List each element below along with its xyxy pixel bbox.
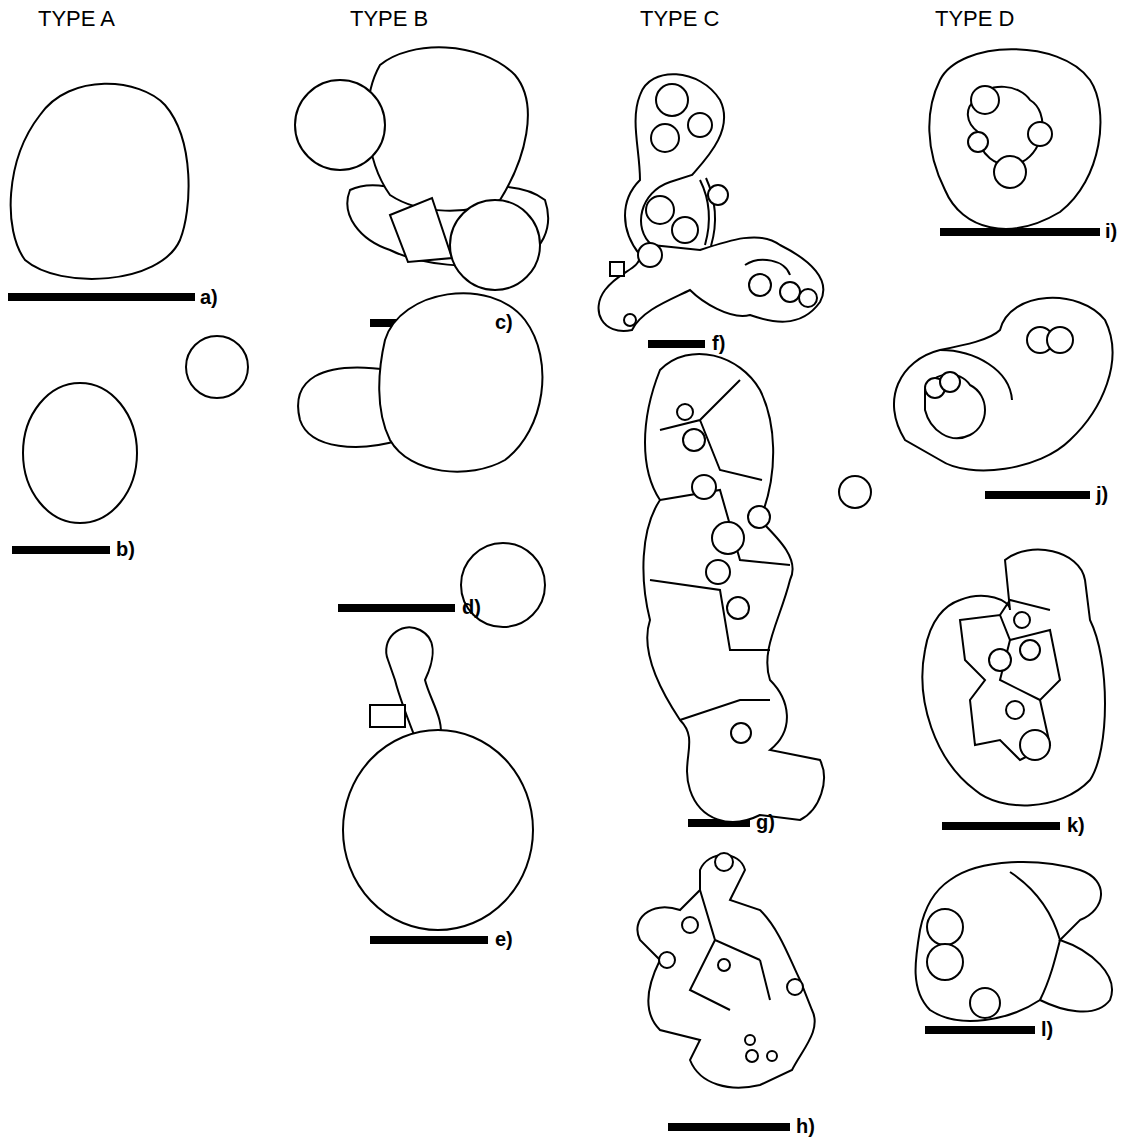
particle-outline	[379, 293, 542, 472]
particle-outline	[637, 855, 814, 1088]
particle-outline	[646, 196, 674, 224]
particle-outline	[624, 314, 636, 326]
particle-outline	[450, 200, 540, 290]
particle-outline	[610, 262, 624, 276]
particle-outline	[1010, 872, 1060, 1000]
panel-letter: k)	[1067, 815, 1085, 835]
particle-outline	[745, 1035, 755, 1045]
particle-outline	[1000, 600, 1050, 700]
particle-outline	[968, 132, 988, 152]
particle-outline	[651, 124, 679, 152]
panel-letter: d)	[462, 597, 481, 617]
panel-letter: l)	[1041, 1019, 1053, 1039]
panel-letter: g)	[756, 812, 775, 832]
particle-outline	[970, 988, 1000, 1018]
particle-outline	[927, 944, 963, 980]
particle-outline	[461, 543, 545, 627]
particle-outline	[708, 185, 728, 205]
scale-bar	[942, 822, 1060, 830]
type-heading: TYPE D	[935, 8, 1014, 30]
particle-outline	[1014, 612, 1030, 628]
particle-outline	[787, 979, 803, 995]
particle-outline	[994, 156, 1026, 188]
panel-letter: c)	[495, 312, 513, 332]
particle-outline	[295, 80, 385, 170]
particle-outline	[839, 476, 871, 508]
particle-outline	[599, 74, 824, 331]
scale-bar	[940, 228, 1100, 236]
particle-outline	[1020, 730, 1050, 760]
type-heading: TYPE A	[38, 8, 115, 30]
particle-outline	[940, 372, 960, 392]
particle-outline	[916, 862, 1112, 1021]
scale-bar	[8, 293, 195, 301]
particle-outline	[700, 180, 709, 245]
particle-outline	[715, 853, 733, 871]
particle-outline	[780, 282, 800, 302]
particle-outline	[989, 649, 1011, 671]
scale-bar	[648, 340, 705, 348]
particle-outline	[706, 560, 730, 584]
type-heading: TYPE C	[640, 8, 719, 30]
particle-outline	[390, 198, 452, 262]
panel-letter: h)	[796, 1116, 815, 1136]
particle-outline	[731, 723, 751, 743]
particle-outline	[745, 260, 790, 275]
particle-outline	[922, 550, 1105, 806]
particle-outline	[643, 354, 823, 822]
scale-bar	[668, 1123, 790, 1131]
particle-outline	[638, 243, 662, 267]
particle-outline	[659, 952, 675, 968]
particle-outline	[23, 383, 137, 523]
particle-outline	[746, 1050, 758, 1062]
particle-outline	[960, 615, 1060, 760]
particle-outline	[690, 890, 770, 1010]
particle-outline	[682, 917, 698, 933]
scale-bar	[925, 1026, 1035, 1034]
particle-outline	[718, 959, 730, 971]
scale-bar	[12, 546, 110, 554]
particle-outline	[894, 298, 1113, 471]
particle-outline	[971, 86, 999, 114]
particle-outline	[748, 506, 770, 528]
type-heading: TYPE B	[350, 8, 428, 30]
particle-outline	[186, 336, 248, 398]
particle-outline	[368, 47, 528, 210]
particle-outline	[370, 705, 405, 727]
particle-outline	[692, 475, 716, 499]
particle-outline	[767, 1051, 777, 1061]
panel-letter: f)	[712, 333, 725, 353]
panel-letter: a)	[200, 287, 218, 307]
particle-outline	[749, 274, 771, 296]
particle-outline	[927, 909, 963, 945]
particle-outline	[343, 730, 533, 930]
particle-outline	[1047, 327, 1073, 353]
particle-outline	[677, 404, 693, 420]
panel-letter: j)	[1096, 484, 1108, 504]
particle-outline	[688, 113, 712, 137]
particle-outline	[672, 217, 698, 243]
scale-bar	[338, 604, 455, 612]
particle-outline	[683, 429, 705, 451]
panel-letter: i)	[1105, 221, 1117, 241]
particle-outline	[1006, 701, 1024, 719]
panel-letter: e)	[495, 929, 513, 949]
particle-outline	[727, 597, 749, 619]
scale-bar	[370, 936, 488, 944]
particle-outline	[799, 289, 817, 307]
particle-outline	[712, 522, 744, 554]
particle-outline	[929, 49, 1100, 229]
particle-outline	[656, 84, 688, 116]
particle-outline	[11, 84, 189, 279]
particle-outline	[650, 380, 790, 720]
particle-outline	[1028, 122, 1052, 146]
scale-bar	[985, 491, 1090, 499]
particle-outline	[1020, 640, 1040, 660]
panel-letter: b)	[116, 539, 135, 559]
